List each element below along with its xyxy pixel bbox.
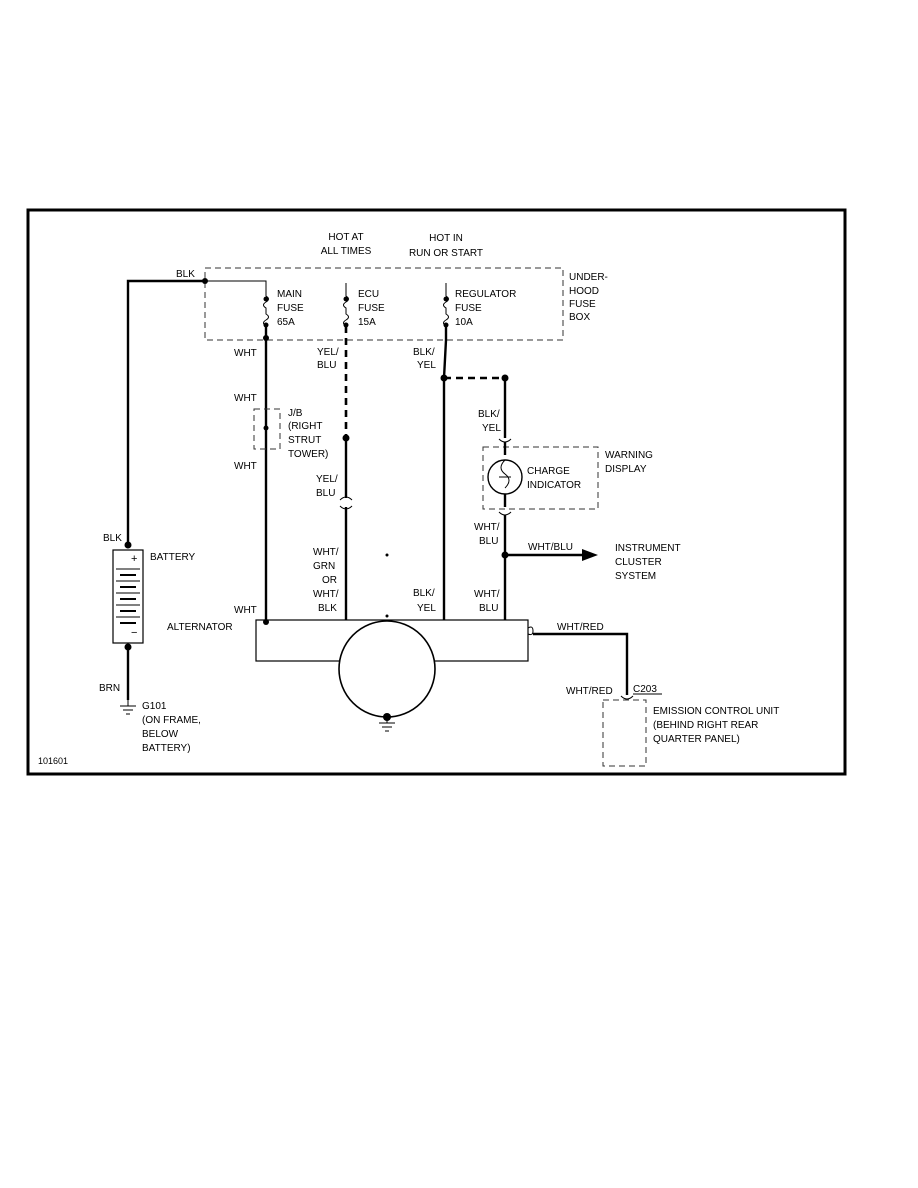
charge-indicator-label: CHARGE INDICATOR — [527, 466, 581, 491]
battery-minus-sign: − — [131, 627, 137, 639]
svg-text:ALL TIMES: ALL TIMES — [321, 246, 372, 257]
svg-text:FUSE: FUSE — [569, 299, 596, 310]
svg-text:BOX: BOX — [569, 312, 590, 323]
wire-label-blk-yel-alt: BLK/ — [413, 588, 435, 599]
svg-text:OR: OR — [322, 575, 337, 586]
wire-label-blk-yel: BLK/ — [413, 347, 435, 358]
g101-ground-label: G101 (ON FRAME, BELOW BATTERY) — [142, 701, 201, 754]
svg-text:CLUSTER: CLUSTER — [615, 557, 662, 568]
wire-label-wht-2: WHT — [234, 393, 257, 404]
junction-block-box — [253, 408, 281, 450]
svg-text:65A: 65A — [277, 317, 295, 328]
blk-battery-feed-wire — [126, 279, 205, 545]
svg-text:HOT IN: HOT IN — [429, 233, 463, 244]
figure-id: 101601 — [38, 756, 68, 766]
connector-c203-label: C203 — [633, 684, 657, 695]
junction-block-label: J/B (RIGHT STRUT TOWER) — [288, 408, 328, 460]
svg-text:INDICATOR: INDICATOR — [527, 480, 581, 491]
blk-yel-wire — [442, 326, 448, 620]
battery-cells-icon — [116, 568, 140, 624]
battery-label: BATTERY — [150, 552, 196, 563]
wire-label-wht-3: WHT — [234, 461, 257, 472]
svg-text:HOT AT: HOT AT — [328, 232, 363, 243]
svg-text:15A: 15A — [358, 317, 376, 328]
wire-label-blk-battery: BLK — [103, 533, 122, 544]
wire-label-blk-yel-2: YEL — [417, 360, 436, 371]
alternator-circle — [338, 620, 436, 718]
wire-label-wht-blu: WHT/ — [474, 522, 500, 533]
underhood-fuse-box — [204, 267, 564, 341]
svg-text:10A: 10A — [455, 317, 473, 328]
emission-control-unit-label: EMISSION CONTROL UNIT (BEHIND RIGHT REAR… — [653, 706, 779, 745]
wire-label-blk-yel-branch-2: YEL — [482, 423, 501, 434]
svg-text:INSTRUMENT: INSTRUMENT — [615, 543, 681, 554]
hot-at-all-times-label: HOT AT ALL TIMES — [321, 232, 372, 257]
svg-text:QUARTER PANEL): QUARTER PANEL) — [653, 734, 740, 745]
svg-text:RUN OR START: RUN OR START — [409, 248, 483, 259]
wire-label-wht-blu-2: BLU — [479, 536, 498, 547]
warning-display-box — [482, 446, 599, 510]
wire-label-wht-red-2: WHT/RED — [566, 686, 613, 697]
wire-label-wht-red-1: WHT/RED — [557, 622, 604, 633]
svg-text:REGULATOR: REGULATOR — [455, 289, 516, 300]
svg-text:FUSE: FUSE — [277, 303, 304, 314]
wire-label-blk-top: BLK — [176, 269, 195, 280]
wire-label-yel-blu-2: BLU — [317, 360, 336, 371]
svg-text:BELOW: BELOW — [142, 729, 179, 740]
svg-text:FUSE: FUSE — [455, 303, 482, 314]
wire-label-blk-yel-branch: BLK/ — [478, 409, 500, 420]
g101-ground-icon — [120, 700, 136, 715]
alternator-label: ALTERNATOR — [167, 622, 233, 633]
instrument-cluster-arrow — [582, 549, 598, 561]
instrument-cluster-label: INSTRUMENT CLUSTER SYSTEM — [615, 543, 681, 582]
emission-control-unit-box — [602, 699, 647, 767]
svg-text:STRUT: STRUT — [288, 435, 321, 446]
svg-text:WARNING: WARNING — [605, 450, 653, 461]
regulator-fuse-label: REGULATOR FUSE 10A — [455, 289, 516, 328]
svg-text:UNDER-: UNDER- — [569, 272, 608, 283]
wire-label-wht-blu-alt: WHT/ — [474, 589, 500, 600]
svg-text:SYSTEM: SYSTEM — [615, 571, 656, 582]
hot-in-run-label: HOT IN RUN OR START — [409, 233, 483, 259]
svg-text:(BEHIND RIGHT REAR: (BEHIND RIGHT REAR — [653, 720, 758, 731]
fuse-box-label: UNDER- HOOD FUSE BOX — [569, 272, 608, 323]
wire-label-wht-alt: WHT — [234, 605, 257, 616]
wire-label-yel-blu: YEL/ — [317, 347, 339, 358]
svg-text:EMISSION CONTROL UNIT: EMISSION CONTROL UNIT — [653, 706, 779, 717]
wire-label-wht-blu-alt-2: BLU — [479, 603, 498, 614]
wire-label-yel-blu-lower: YEL/ — [316, 474, 338, 485]
svg-text:BLK: BLK — [318, 603, 337, 614]
svg-text:(RIGHT: (RIGHT — [288, 421, 322, 432]
svg-text:G101: G101 — [142, 701, 167, 712]
battery-plus-sign: + — [131, 553, 137, 565]
svg-text:WHT/: WHT/ — [313, 547, 339, 558]
svg-text:GRN: GRN — [313, 561, 335, 572]
battery-case — [112, 549, 144, 644]
svg-text:DISPLAY: DISPLAY — [605, 464, 647, 475]
wire-label-yel-blu-lower-2: BLU — [316, 488, 335, 499]
svg-text:FUSE: FUSE — [358, 303, 385, 314]
svg-text:(ON FRAME,: (ON FRAME, — [142, 715, 201, 726]
wire-label-wht-1: WHT — [234, 348, 257, 359]
alternator-ground-icon — [379, 717, 395, 732]
svg-text:TOWER): TOWER) — [288, 449, 328, 460]
svg-text:BATTERY): BATTERY) — [142, 743, 191, 754]
svg-text:MAIN: MAIN — [277, 289, 302, 300]
warning-display-label: WARNING DISPLAY — [605, 450, 653, 475]
svg-text:CHARGE: CHARGE — [527, 466, 570, 477]
wire-label-brn: BRN — [99, 683, 120, 694]
wire-label-wht-blu-arrow: WHT/BLU — [528, 542, 573, 553]
svg-text:J/B: J/B — [288, 408, 303, 419]
wht-red-wire — [533, 632, 629, 695]
wire-label-wht-grn: WHT/ GRN OR WHT/ BLK — [313, 547, 339, 614]
svg-text:ECU: ECU — [358, 289, 379, 300]
svg-text:WHT/: WHT/ — [313, 589, 339, 600]
diagram-frame — [26, 208, 847, 776]
wire-label-blk-yel-alt-2: YEL — [417, 603, 436, 614]
svg-text:HOOD: HOOD — [569, 286, 599, 297]
ecu-fuse-label: ECU FUSE 15A — [358, 289, 385, 328]
main-fuse-label: MAIN FUSE 65A — [277, 289, 304, 328]
